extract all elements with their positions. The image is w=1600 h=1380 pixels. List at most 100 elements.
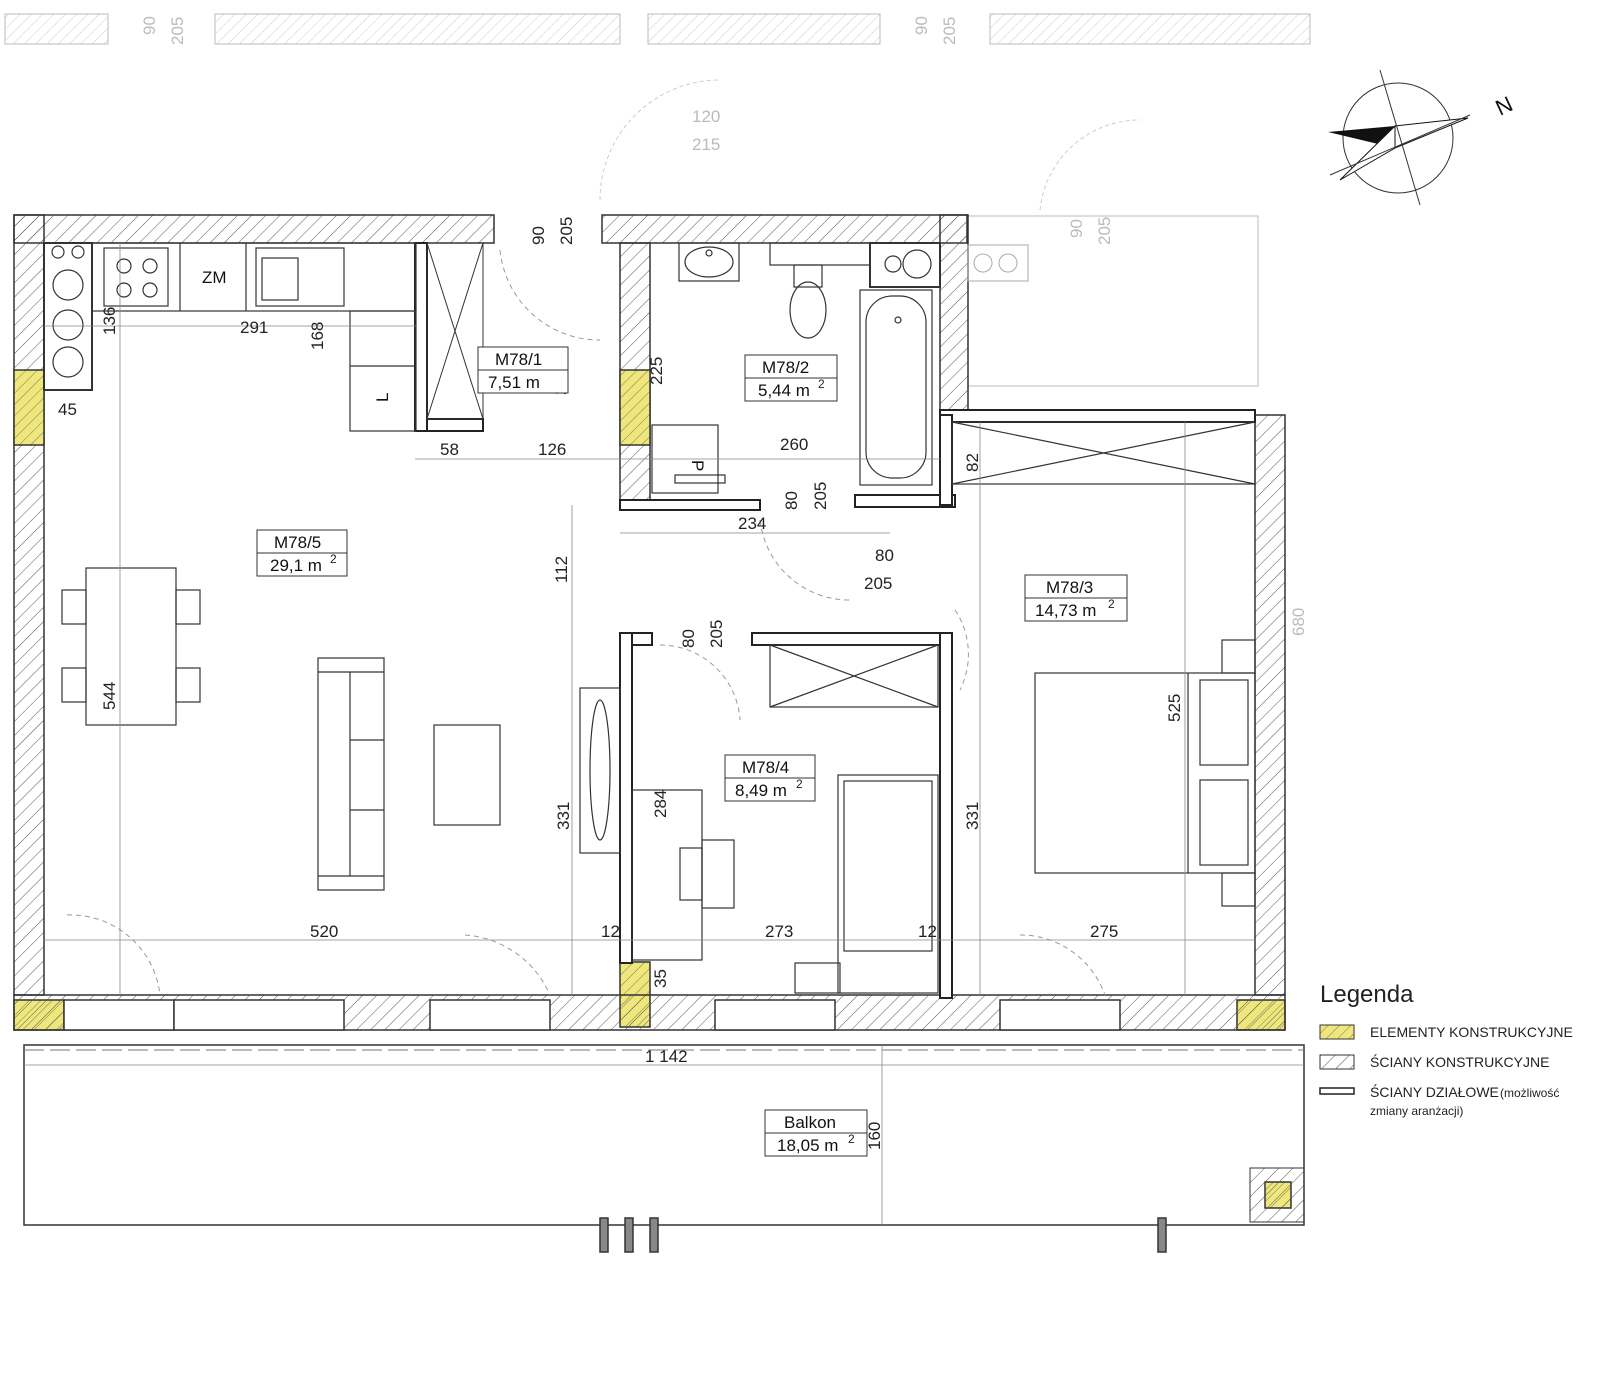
legend-swatch-structural [1319, 1024, 1355, 1040]
dim-291: 291 [240, 318, 268, 337]
dim-126: 126 [538, 440, 566, 459]
dim-top-90c: 90 [1067, 219, 1086, 238]
dim-284: 284 [651, 790, 670, 818]
dim-12a: 12 [601, 922, 620, 941]
area-exponent: 2 [848, 1132, 855, 1146]
room-label-m78-2: M78/2 5,44 m 2 [744, 354, 838, 402]
room-area: 7,51 m [488, 373, 540, 392]
room-labels: M78/1 7,51 m M78/2 5,44 m 2 M78/3 14,73 … [256, 346, 1128, 1157]
legend-label-walls: ŚCIANY KONSTRUKCYJNE [1370, 1053, 1549, 1070]
legend-label-structural: ELEMENTY KONSTRUKCYJNE [1370, 1024, 1573, 1040]
room-area: 5,44 m [758, 381, 810, 400]
dimension-lines [24, 243, 1304, 1225]
dim-82: 82 [963, 453, 982, 472]
dim-136: 136 [100, 307, 119, 335]
room-label-balkon: Balkon 18,05 m 2 [764, 1109, 868, 1157]
neighbour-chimney [967, 244, 1029, 282]
room-label-m78-1: M78/1 7,51 m [477, 346, 569, 394]
dim-top-205a: 205 [168, 17, 187, 45]
north-label: N [1492, 91, 1517, 120]
dim-544: 544 [100, 682, 119, 710]
dim-234: 234 [738, 514, 766, 533]
kitchen [43, 242, 417, 432]
fixture-l: L [373, 393, 392, 402]
room-area: 18,05 m [777, 1136, 838, 1155]
neighbour-door-swings [599, 79, 1141, 211]
dim-331b: 331 [963, 802, 982, 830]
dim-top-120: 120 [692, 107, 720, 126]
room-id: M78/4 [742, 758, 789, 777]
dim-top-205b: 205 [940, 17, 959, 45]
area-exponent: 2 [1108, 597, 1115, 611]
dimension-texts: 45 136 291 168 58 126 237 225 260 82 234… [58, 217, 1184, 1150]
north-arrow: N [1328, 69, 1517, 206]
room-id: Balkon [784, 1113, 836, 1132]
dim-58: 58 [440, 440, 459, 459]
legend-note-partitions: (możliwość [1500, 1086, 1559, 1100]
dim-260: 260 [780, 435, 808, 454]
dim-275: 275 [1090, 922, 1118, 941]
dim-80a: 80 [782, 491, 801, 510]
room-label-m78-5: M78/5 29,1 m 2 [256, 529, 348, 577]
room-id: M78/3 [1046, 578, 1093, 597]
dim-168: 168 [308, 322, 327, 350]
dim-90a: 90 [529, 226, 548, 245]
room-area: 14,73 m [1035, 601, 1096, 620]
dim-331a: 331 [554, 802, 573, 830]
legend-swatch-partitions [1319, 1087, 1355, 1095]
fixture-zm: ZM [202, 268, 227, 287]
dim-273: 273 [765, 922, 793, 941]
outer-walls [13, 214, 1286, 996]
dim-35: 35 [651, 969, 670, 988]
top-dimensions: 90 205 90 205 120 215 90 205 680 [140, 16, 1308, 636]
dim-12b: 12 [918, 922, 937, 941]
dim-80c: 80 [679, 629, 698, 648]
dim-205d: 205 [557, 217, 576, 245]
dim-112: 112 [552, 556, 571, 583]
legend-title: Legenda [1320, 981, 1414, 1008]
dim-1142: 1 142 [645, 1047, 688, 1066]
dim-225: 225 [647, 357, 666, 385]
dim-45: 45 [58, 400, 77, 419]
dim-525: 525 [1165, 694, 1184, 722]
dim-top-215: 215 [692, 135, 720, 154]
dim-top-90b: 90 [912, 16, 931, 35]
structural-elements [13, 369, 1292, 1209]
balcony [23, 1044, 1305, 1253]
balcony-column-hatch [1249, 1167, 1305, 1223]
facade-wall [13, 994, 1286, 1031]
wardrobe-m78-1 [426, 242, 484, 420]
room-label-m78-4: M78/4 8,49 m 2 [724, 754, 816, 802]
bedroom-furniture [951, 421, 1256, 907]
room-area: 8,49 m [735, 781, 787, 800]
dim-top-90a: 90 [140, 16, 159, 35]
room-area: 29,1 m [270, 556, 322, 575]
dim-160: 160 [865, 1122, 884, 1150]
room-label-m78-3: M78/3 14,73 m 2 [1024, 574, 1128, 622]
legend-note2-partitions: zmiany aranżacji) [1370, 1104, 1463, 1118]
fixture-p: P [688, 460, 707, 471]
dim-520: 520 [310, 922, 338, 941]
bathroom [651, 242, 941, 494]
legend-swatch-walls [1319, 1054, 1355, 1070]
room-id: M78/1 [495, 350, 542, 369]
legend-label-partitions: ŚCIANY DZIAŁOWE [1370, 1083, 1499, 1100]
dim-205b: 205 [864, 574, 892, 593]
legend: Legenda ELEMENTY KONSTRUKCYJNE ŚCIANY KO… [1319, 981, 1573, 1118]
dim-205a: 205 [811, 482, 830, 510]
room-id: M78/5 [274, 533, 321, 552]
dim-205c: 205 [707, 620, 726, 648]
partition-walls [414, 242, 1256, 999]
area-exponent: 2 [330, 552, 337, 566]
area-exponent: 2 [818, 377, 825, 391]
room-id: M78/2 [762, 358, 809, 377]
room-4-furniture [579, 644, 939, 994]
area-exponent: 2 [796, 777, 803, 791]
living-furniture [61, 567, 501, 891]
dim-80b: 80 [875, 546, 894, 565]
dim-top-205c: 205 [1095, 217, 1114, 245]
dim-right-680: 680 [1289, 608, 1308, 636]
corridor-top [4, 13, 1311, 45]
door-swings [66, 249, 1106, 996]
